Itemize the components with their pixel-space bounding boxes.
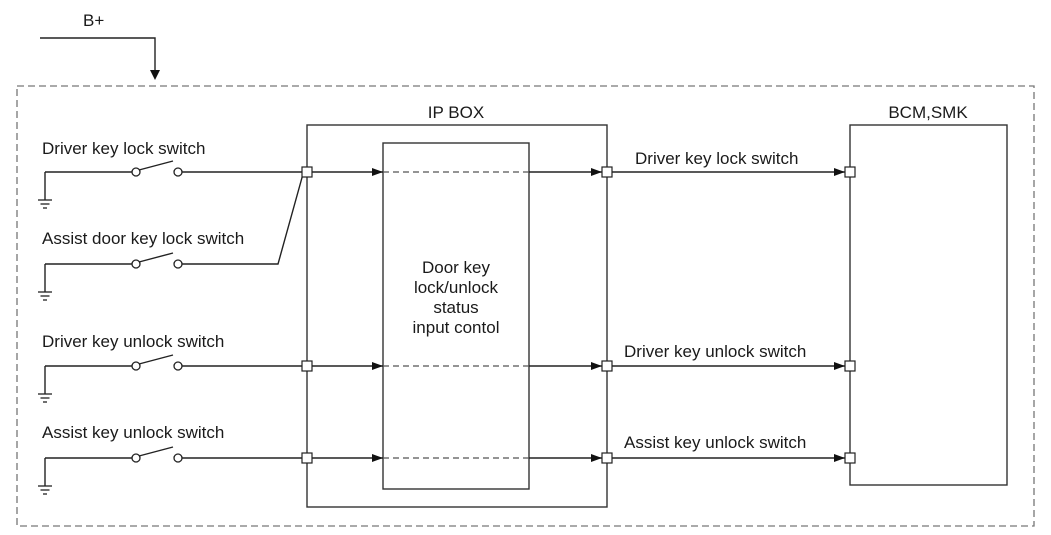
terminal-ip-in-3 (301, 452, 313, 464)
input-label-driver-unlock: Driver key unlock switch (42, 332, 224, 351)
input-switch-driver-unlock: Driver key unlock switch (38, 332, 302, 403)
output-signal-assist-unlock: Assist key unlock switch (612, 433, 845, 462)
output-label-assist-unlock: Assist key unlock switch (624, 433, 806, 452)
control-line-4: input contol (413, 318, 500, 337)
input-label-driver-lock: Driver key lock switch (42, 139, 205, 158)
control-line-3: status (433, 298, 478, 317)
ip-box-title: IP BOX (428, 103, 484, 122)
output-signal-driver-unlock: Driver key unlock switch (612, 342, 845, 370)
b-plus-arrow (150, 70, 160, 80)
b-plus-wire (40, 37, 156, 72)
input-label-assist-door-lock: Assist door key lock switch (42, 229, 244, 248)
system-boundary (16, 85, 1035, 527)
output-signal-driver-lock: Driver key lock switch (612, 149, 845, 176)
terminal-ip-out-2 (601, 360, 613, 372)
terminal-bcm-in-2 (844, 360, 856, 372)
terminal-ip-in-2 (301, 360, 313, 372)
control-line-2: lock/unlock (414, 278, 499, 297)
bcm-smk-box (849, 124, 1008, 486)
control-line-1: Door key (422, 258, 491, 277)
terminal-ip-out-1 (601, 166, 613, 178)
bcm-smk-title: BCM,SMK (888, 103, 968, 122)
control-block-label: Door key lock/unlock status input contol (413, 258, 500, 337)
terminal-bcm-in-3 (844, 452, 856, 464)
terminal-ip-out-3 (601, 452, 613, 464)
ip-box-internal-wiring (312, 168, 602, 462)
input-label-assist-unlock: Assist key unlock switch (42, 423, 224, 442)
b-plus-label: B+ (83, 11, 104, 30)
output-label-driver-unlock: Driver key unlock switch (624, 342, 806, 361)
terminal-ip-in-1 (301, 166, 313, 178)
terminal-bcm-in-1 (844, 166, 856, 178)
input-switch-assist-unlock: Assist key unlock switch (38, 423, 302, 495)
output-label-driver-lock: Driver key lock switch (635, 149, 798, 168)
input-switch-assist-door-lock: Assist door key lock switch (38, 173, 304, 301)
terminals (301, 166, 856, 464)
control-block (382, 142, 530, 490)
input-switch-driver-lock: Driver key lock switch (38, 139, 302, 209)
